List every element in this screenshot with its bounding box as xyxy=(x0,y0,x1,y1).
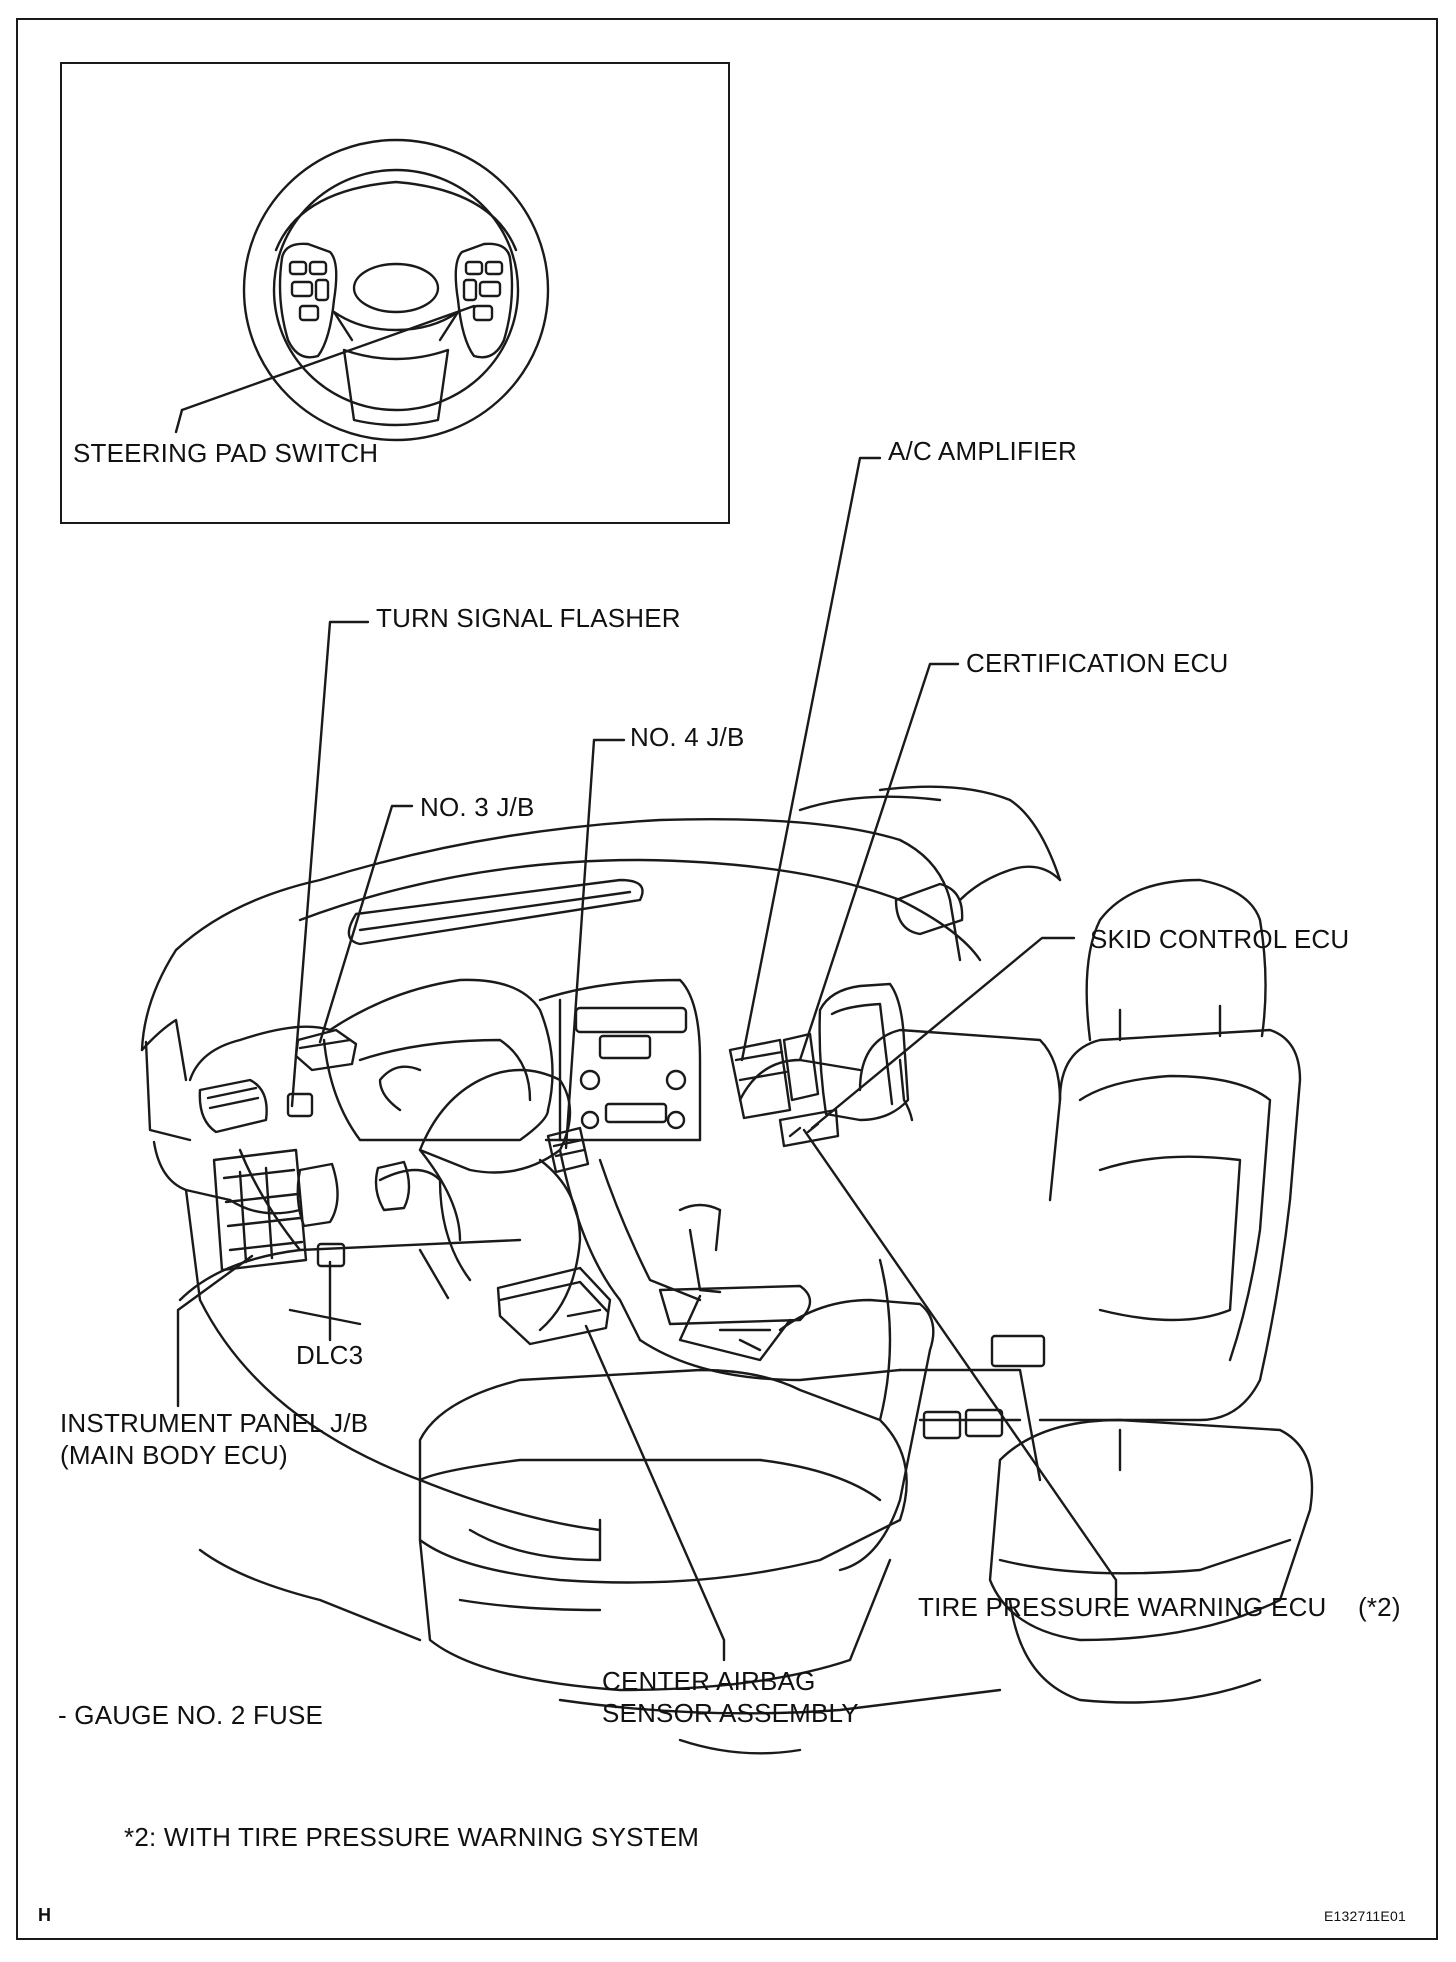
page-frame xyxy=(16,18,1438,1940)
label-tire-pressure-ref: (*2) xyxy=(1358,1592,1401,1622)
label-gauge-fuse: - GAUGE NO. 2 FUSE xyxy=(58,1700,324,1730)
seats-drawing xyxy=(198,878,1314,1755)
leader-ac-amplifier xyxy=(740,456,882,1062)
label-center-airbag: CENTER AIRBAG xyxy=(602,1666,816,1696)
dashboard-drawing xyxy=(140,785,1062,1532)
label-tire-pressure-ecu: TIRE PRESSURE WARNING ECU xyxy=(918,1592,1327,1622)
leader-turn-signal-flasher xyxy=(290,620,370,1108)
corner-mark: H xyxy=(38,1905,52,1925)
leader-certification-ecu xyxy=(798,662,960,1062)
center-airbag-sensor-unit xyxy=(496,1266,612,1346)
label-dlc3: DLC3 xyxy=(296,1340,364,1370)
tire-pressure-ecu-unit xyxy=(990,1334,1046,1368)
figure-id: E132711E01 xyxy=(1324,1908,1406,1924)
label-turn-signal-flasher: TURN SIGNAL FLASHER xyxy=(376,603,681,633)
leader-steering-pad-switch xyxy=(180,304,476,412)
leader-lines xyxy=(176,456,1118,1662)
leader-instrument-panel-jb xyxy=(176,1254,254,1408)
label-ac-amplifier: A/C AMPLIFIER xyxy=(888,436,1077,466)
certification-ecu-unit xyxy=(782,1032,820,1102)
no4-jb-unit xyxy=(546,1126,590,1174)
leader-no3-jb xyxy=(318,804,414,1044)
label-sensor-assembly: SENSOR ASSEMBLY xyxy=(602,1698,859,1728)
label-skid-control-ecu: SKID CONTROL ECU xyxy=(1090,924,1350,954)
label-main-body-ecu: (MAIN BODY ECU) xyxy=(60,1440,288,1470)
label-steering-pad-switch: STEERING PAD SWITCH xyxy=(73,438,379,468)
leader-skid-control-ecu xyxy=(810,936,1076,1130)
instrument-panel-jb-unit xyxy=(212,1148,308,1272)
leader-no4-jb xyxy=(564,738,626,1150)
turn-signal-flasher-unit xyxy=(286,1092,314,1118)
leader-steering-pad-switch-tail xyxy=(174,408,184,434)
label-no4-jb: NO. 4 J/B xyxy=(630,722,745,752)
label-instrument-panel-jb: INSTRUMENT PANEL J/B xyxy=(60,1408,369,1438)
steering-wheel-drawing xyxy=(242,138,550,442)
skid-control-ecu-unit xyxy=(778,1108,840,1148)
footnote: *2: WITH TIRE PRESSURE WARNING SYSTEM xyxy=(124,1822,700,1852)
label-certification-ecu: CERTIFICATION ECU xyxy=(966,648,1229,678)
ac-amplifier-unit xyxy=(728,1038,792,1120)
leader-tire-pressure-ecu xyxy=(802,1128,1118,1618)
center-console-drawing xyxy=(558,1148,902,1422)
components-drawing xyxy=(212,982,914,1346)
leader-center-airbag-sensor xyxy=(584,1324,726,1662)
label-no3-jb: NO. 3 J/B xyxy=(420,792,535,822)
